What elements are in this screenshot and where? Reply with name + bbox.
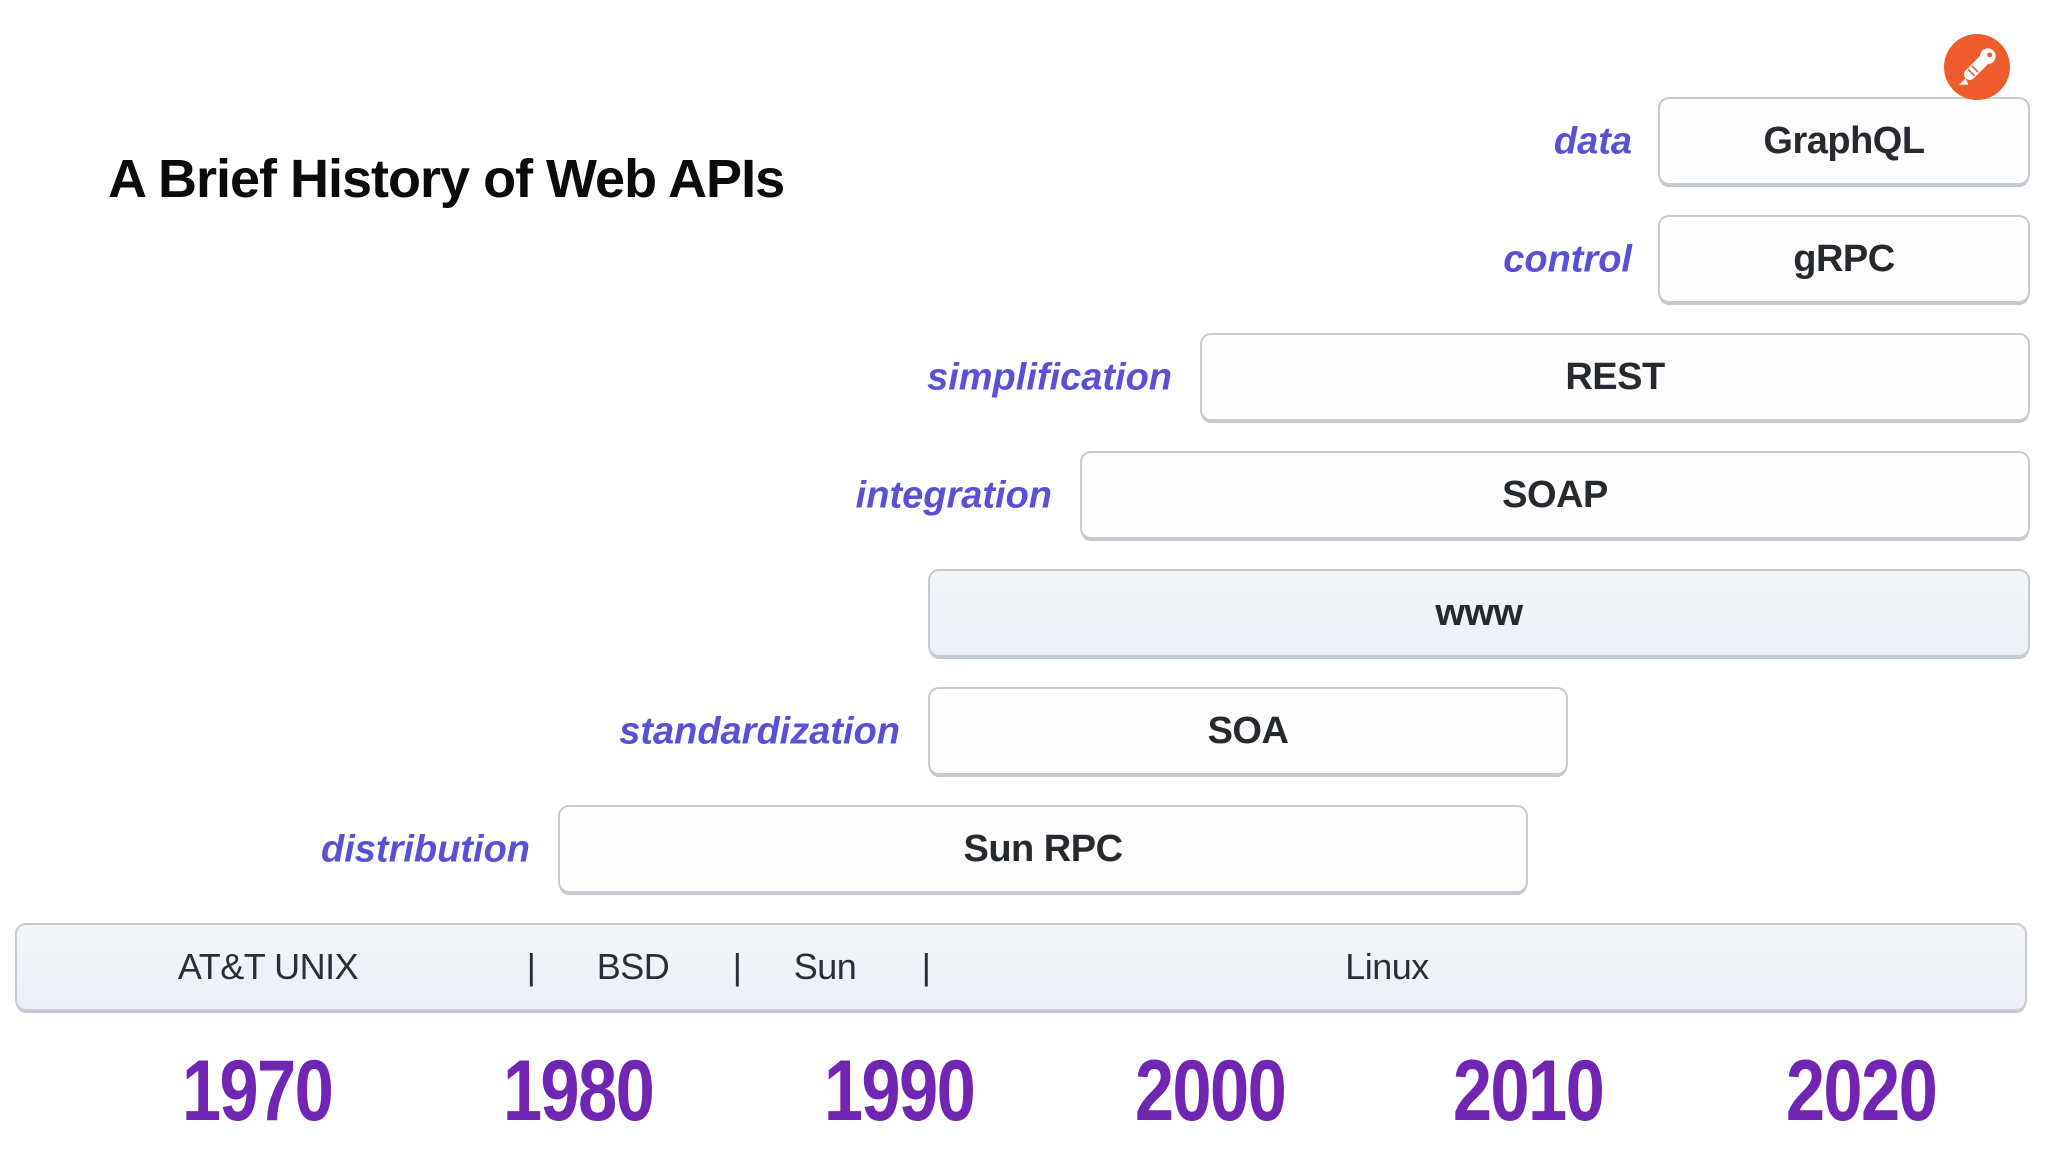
year-tick-1980: 1980 xyxy=(502,1043,655,1139)
timeline-box-rest-label: REST xyxy=(1565,355,1665,398)
era-label-control: control xyxy=(1503,238,1632,281)
timeline-box-graphql: GraphQL xyxy=(1658,97,2030,185)
timeline-box-grpc: gRPC xyxy=(1658,215,2030,303)
timeline-box-soap: SOAP xyxy=(1080,451,2030,539)
era-label-simplification: simplification xyxy=(927,356,1172,399)
era-label-data: data xyxy=(1553,120,1632,163)
year-tick-1990: 1990 xyxy=(823,1043,976,1139)
timeline-box-grpc-label: gRPC xyxy=(1793,237,1895,280)
timeline-box-www: www xyxy=(928,569,2030,657)
era-label-distribution: distribution xyxy=(321,828,530,871)
era-label-standardization: standardization xyxy=(619,710,900,753)
timeline-box-soa: SOA xyxy=(928,687,1568,775)
year-tick-2020: 2020 xyxy=(1785,1043,1938,1139)
timeline-box-rest: REST xyxy=(1200,333,2030,421)
year-tick-2000: 2000 xyxy=(1134,1043,1287,1139)
timeline-box-sun-rpc-label: Sun RPC xyxy=(963,827,1123,870)
year-tick-1970: 1970 xyxy=(181,1043,334,1139)
postman-logo-icon xyxy=(1944,34,2010,100)
os-separator: | xyxy=(526,946,536,987)
timeline-box-soa-label: SOA xyxy=(1207,709,1289,752)
os-segment-linux: Linux xyxy=(1345,946,1429,987)
os-separator: | xyxy=(921,946,931,987)
page-title: A Brief History of Web APIs xyxy=(108,149,785,209)
os-segment-att-unix: AT&T UNIX xyxy=(177,946,359,987)
era-label-integration: integration xyxy=(855,474,1052,517)
os-segment-sun: Sun xyxy=(793,946,857,987)
timeline-box-soap-label: SOAP xyxy=(1502,473,1608,516)
timeline-box-sun-rpc: Sun RPC xyxy=(558,805,1528,893)
timeline-box-graphql-label: GraphQL xyxy=(1763,119,1925,162)
os-timeline-bar: AT&T UNIX | BSD | Sun | Linux xyxy=(15,923,2027,1011)
year-tick-2010: 2010 xyxy=(1452,1043,1605,1139)
os-segment-bsd: BSD xyxy=(596,946,670,987)
timeline-box-www-label: www xyxy=(1435,591,1523,634)
os-separator: | xyxy=(732,946,742,987)
